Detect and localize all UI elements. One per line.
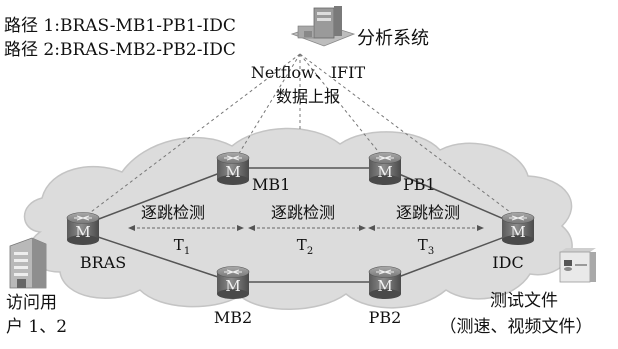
test-file-server-icon <box>559 248 596 283</box>
link-pb2-idc <box>384 231 519 283</box>
segment-label-3: T3 <box>418 236 434 257</box>
users-label-line1: 访问用 <box>6 293 57 313</box>
router-glyph: M <box>510 223 525 241</box>
reporting-action-label: 数据上报 <box>276 87 340 106</box>
topology-links <box>82 167 519 283</box>
router-icon-mb1: M <box>216 152 250 186</box>
node-label-mb1: MB1 <box>252 175 290 194</box>
reporting-protocols-label: Netflow、IFIT <box>251 63 366 82</box>
router-glyph: M <box>225 277 240 295</box>
router-icon-bras: M <box>66 212 100 246</box>
test-files-label-line1: 测试文件 <box>490 291 558 311</box>
path1-label: 路径 1:BRAS-MB1-PB1-IDC <box>4 16 236 36</box>
hop-arrowheads <box>128 225 484 231</box>
router-glyph: M <box>75 223 90 241</box>
users-label-line2: 户 1、2 <box>6 317 67 337</box>
analysis-system-label: 分析系统 <box>357 28 429 49</box>
hop-label-3: 逐跳检测 <box>396 203 460 222</box>
router-glyph: M <box>377 163 392 181</box>
user-building-icon <box>9 237 47 289</box>
path2-label: 路径 2:BRAS-MB2-PB2-IDC <box>4 40 236 60</box>
router-icon-mb2: M <box>216 266 250 300</box>
link-bras-mb2 <box>82 231 234 283</box>
router-glyph: M <box>225 163 240 181</box>
reporting-lines <box>82 53 519 219</box>
node-label-pb1: PB1 <box>403 175 436 194</box>
node-label-idc: IDC <box>492 253 523 272</box>
router-icon-pb2: M <box>368 266 402 300</box>
segment-label-1: T1 <box>174 236 190 257</box>
link-bras-mb1 <box>82 167 234 226</box>
node-label-mb2: MB2 <box>214 308 252 327</box>
node-label-pb2: PB2 <box>369 308 402 327</box>
test-files-label-line2: （测速、视频文件） <box>440 317 593 337</box>
router-icon-pb1: M <box>368 152 402 186</box>
analysis-server-icon <box>290 6 356 47</box>
node-label-bras: BRAS <box>80 253 126 272</box>
router-icon-idc: M <box>501 212 535 246</box>
router-glyph: M <box>377 277 392 295</box>
link-pb1-idc <box>384 167 519 226</box>
hop-label-1: 逐跳检测 <box>141 203 205 222</box>
hop-label-2: 逐跳检测 <box>271 203 335 222</box>
segment-label-2: T2 <box>297 236 313 257</box>
network-cloud <box>23 127 573 310</box>
